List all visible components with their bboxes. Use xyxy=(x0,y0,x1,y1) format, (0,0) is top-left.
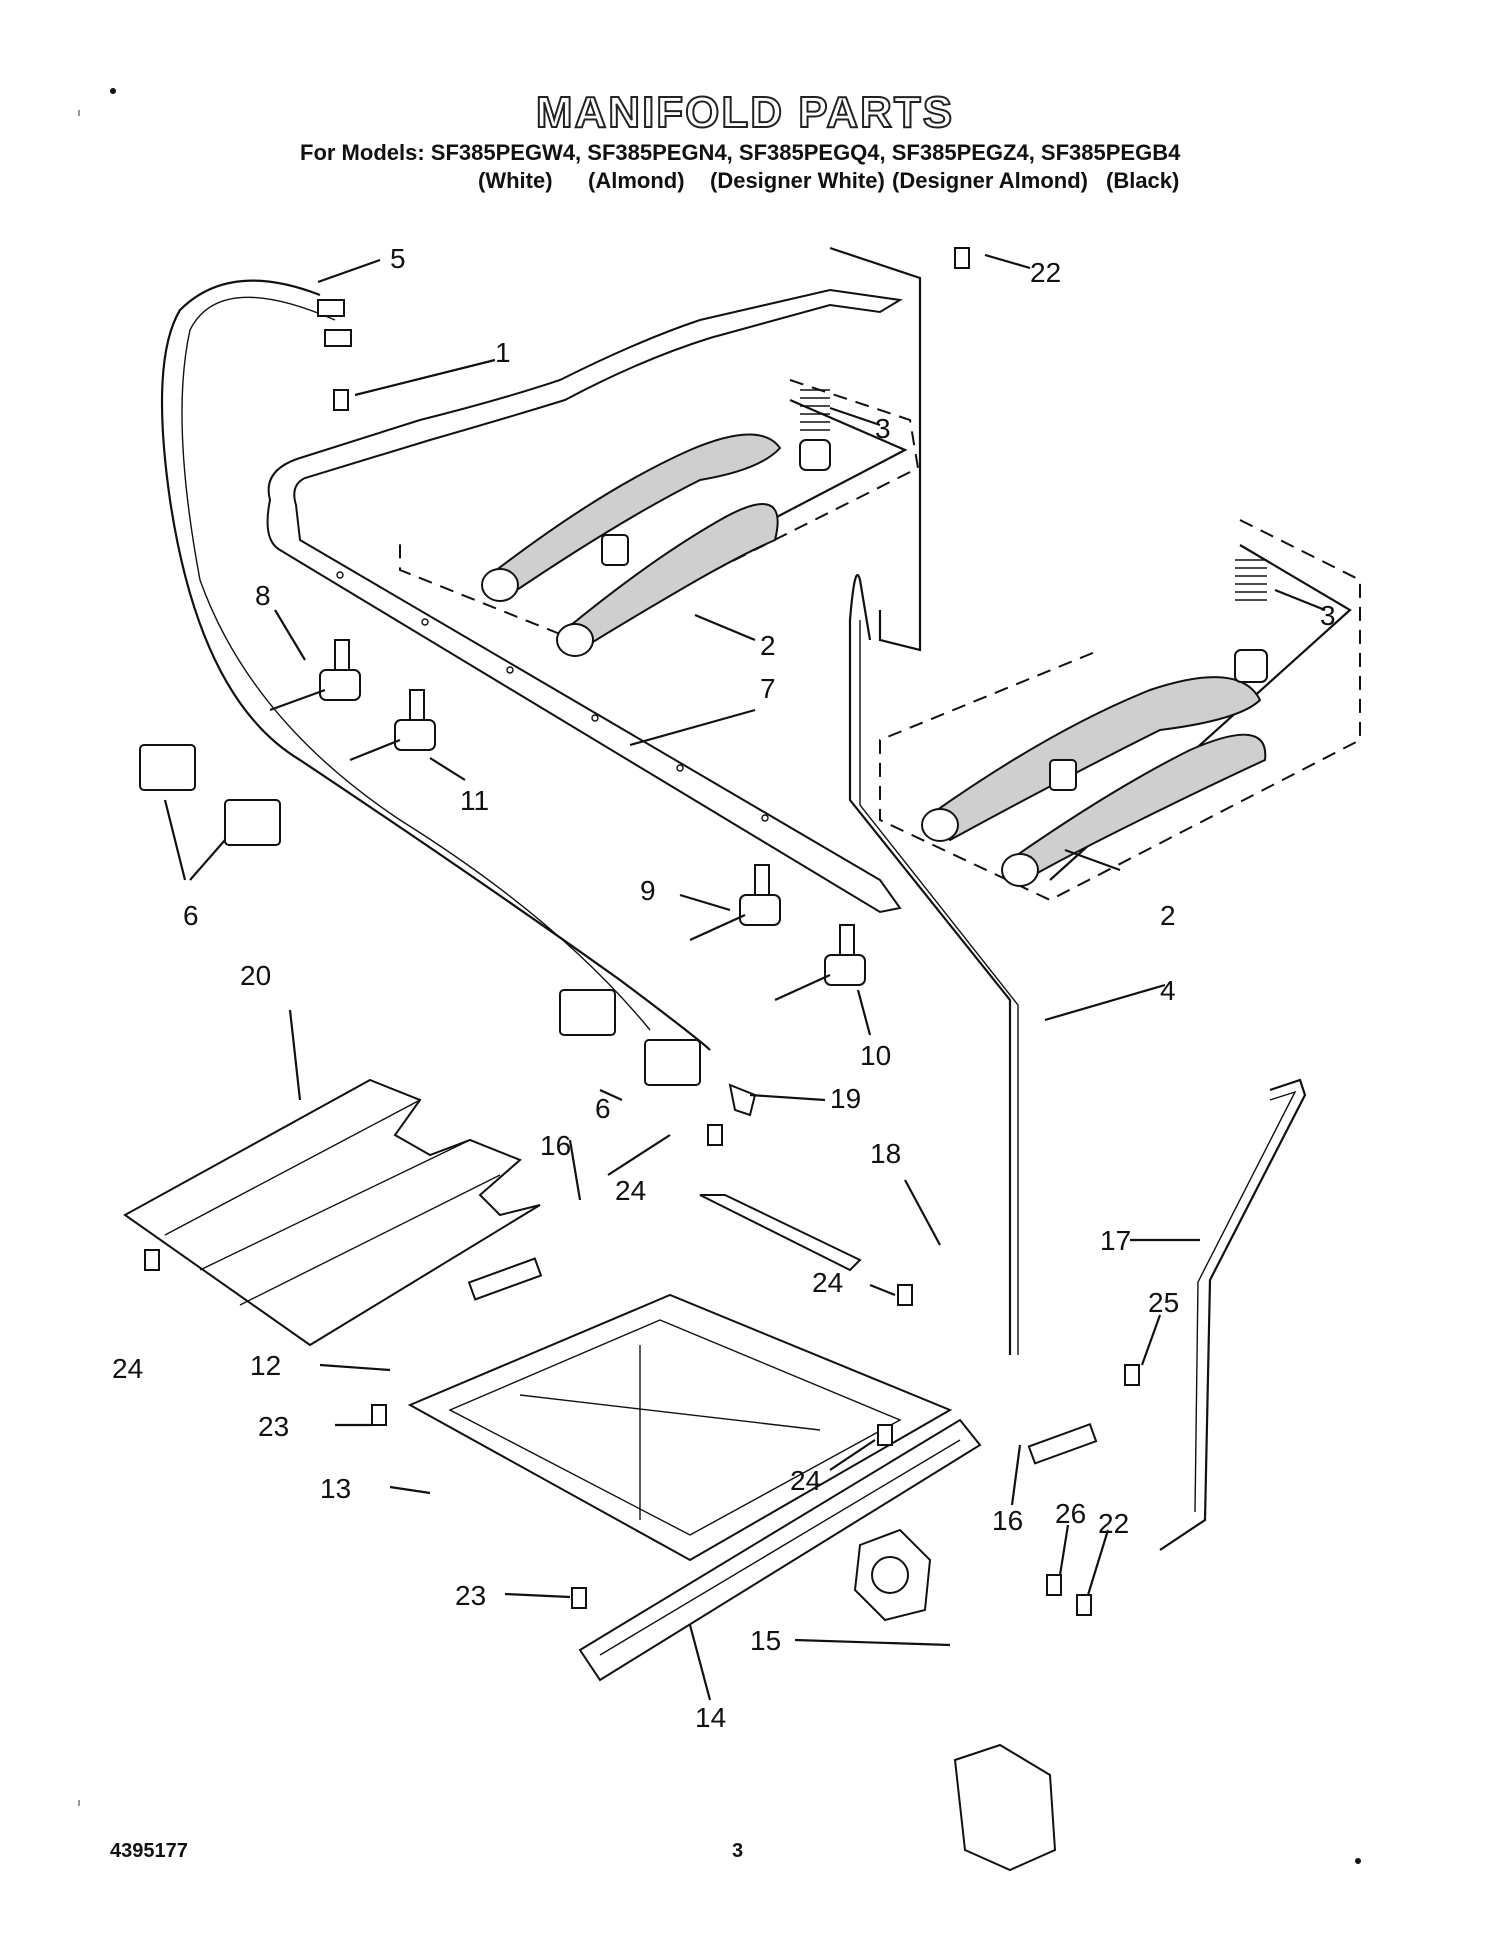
models-line: For Models: SF385PEGW4, SF385PEGN4, SF38… xyxy=(300,140,1181,165)
callout-12: 12 xyxy=(250,1350,281,1381)
screw-24c xyxy=(897,1284,913,1306)
callout-5: 5 xyxy=(390,243,406,274)
margin-dot xyxy=(110,88,116,94)
callout-22b: 22 xyxy=(1098,1508,1129,1539)
callout-3b: 3 xyxy=(1320,600,1336,631)
callout-24c: 24 xyxy=(112,1353,143,1384)
callout-16a: 16 xyxy=(540,1130,571,1161)
color-designer-white: (Designer White) xyxy=(710,168,885,193)
oven-burner-tube xyxy=(578,1418,982,1682)
ignition-switch-3 xyxy=(559,989,616,1036)
clip-19 xyxy=(728,1083,757,1117)
callout-23a: 23 xyxy=(258,1411,289,1442)
callout-7: 7 xyxy=(760,673,776,704)
pilot-tube xyxy=(699,1194,862,1272)
screw-23a xyxy=(371,1404,387,1426)
margin-tick xyxy=(78,110,80,116)
valve-9 xyxy=(689,864,781,942)
front-burner-tube-b xyxy=(1008,733,1267,882)
wire-harness xyxy=(160,279,711,1051)
rear-burner-tube-a xyxy=(488,433,782,600)
valve-10 xyxy=(774,924,866,1002)
rear-spring xyxy=(800,389,830,431)
color-designer-almond: (Designer Almond) xyxy=(892,168,1088,193)
callout-9: 9 xyxy=(640,875,656,906)
margin-dot xyxy=(1355,1858,1361,1864)
callout-20: 20 xyxy=(240,960,271,991)
rear-burner-tube-b xyxy=(563,503,779,652)
callout-22a: 22 xyxy=(1030,257,1061,288)
callout-16b: 16 xyxy=(992,1505,1023,1536)
valve-8 xyxy=(269,639,361,712)
margin-tick xyxy=(78,1800,80,1806)
screw-22a xyxy=(954,247,970,269)
callout-18: 18 xyxy=(870,1138,901,1169)
color-white: (White) xyxy=(478,168,553,193)
callout-17: 17 xyxy=(1100,1225,1131,1256)
page-number: 3 xyxy=(732,1840,744,1862)
callout-10: 10 xyxy=(860,1040,891,1071)
screw-23b xyxy=(571,1587,587,1609)
ignition-switch-4 xyxy=(644,1039,701,1086)
screw-25 xyxy=(1124,1364,1140,1386)
ignition-switch-2 xyxy=(224,799,281,846)
callout-23b: 23 xyxy=(455,1580,486,1611)
doc-number: 4395177 xyxy=(110,1840,188,1862)
rear-bracket xyxy=(829,246,922,652)
screw-26 xyxy=(1046,1574,1062,1596)
callout-11: 11 xyxy=(460,785,489,816)
screw-24d xyxy=(877,1424,893,1446)
callout-1: 1 xyxy=(495,337,511,368)
callout-26: 26 xyxy=(1055,1498,1086,1529)
ignition-switch-1 xyxy=(139,744,196,791)
color-almond: (Almond) xyxy=(588,168,685,193)
color-black: (Black) xyxy=(1106,168,1180,193)
callout-4: 4 xyxy=(1160,975,1176,1006)
callout-24d: 24 xyxy=(790,1465,821,1496)
screw-1 xyxy=(333,389,349,411)
callout-19: 19 xyxy=(830,1083,861,1114)
callout-14: 14 xyxy=(695,1702,726,1733)
callout-25: 25 xyxy=(1148,1287,1179,1318)
manifold-pipe xyxy=(266,288,903,914)
gas-tube xyxy=(848,573,1012,1355)
screw-22b xyxy=(1076,1594,1092,1616)
gas-tube-17 xyxy=(1159,1078,1307,1551)
screw-24a xyxy=(144,1249,160,1271)
callout-24b: 24 xyxy=(812,1267,843,1298)
callout-13: 13 xyxy=(320,1473,351,1504)
callout-8: 8 xyxy=(255,580,271,611)
rear-burner-outline xyxy=(399,379,920,642)
burner-shield xyxy=(123,1078,541,1347)
gas-valve xyxy=(953,1743,1057,1872)
callout-2b: 2 xyxy=(1160,900,1176,931)
callout-2a: 2 xyxy=(760,630,776,661)
leader-lines xyxy=(163,253,1326,1701)
valve-11 xyxy=(349,689,436,762)
callout-3a: 3 xyxy=(875,413,891,444)
callout-6a: 6 xyxy=(183,900,199,931)
callout-6b: 6 xyxy=(595,1093,611,1124)
callout-15: 15 xyxy=(750,1625,781,1656)
page-title: MANIFOLD PARTS xyxy=(535,87,955,138)
burner-base xyxy=(407,1293,953,1562)
front-spring xyxy=(1235,559,1267,601)
callout-24a: 24 xyxy=(615,1175,646,1206)
screw-24b xyxy=(707,1124,723,1146)
front-burner-outline xyxy=(879,519,1361,902)
